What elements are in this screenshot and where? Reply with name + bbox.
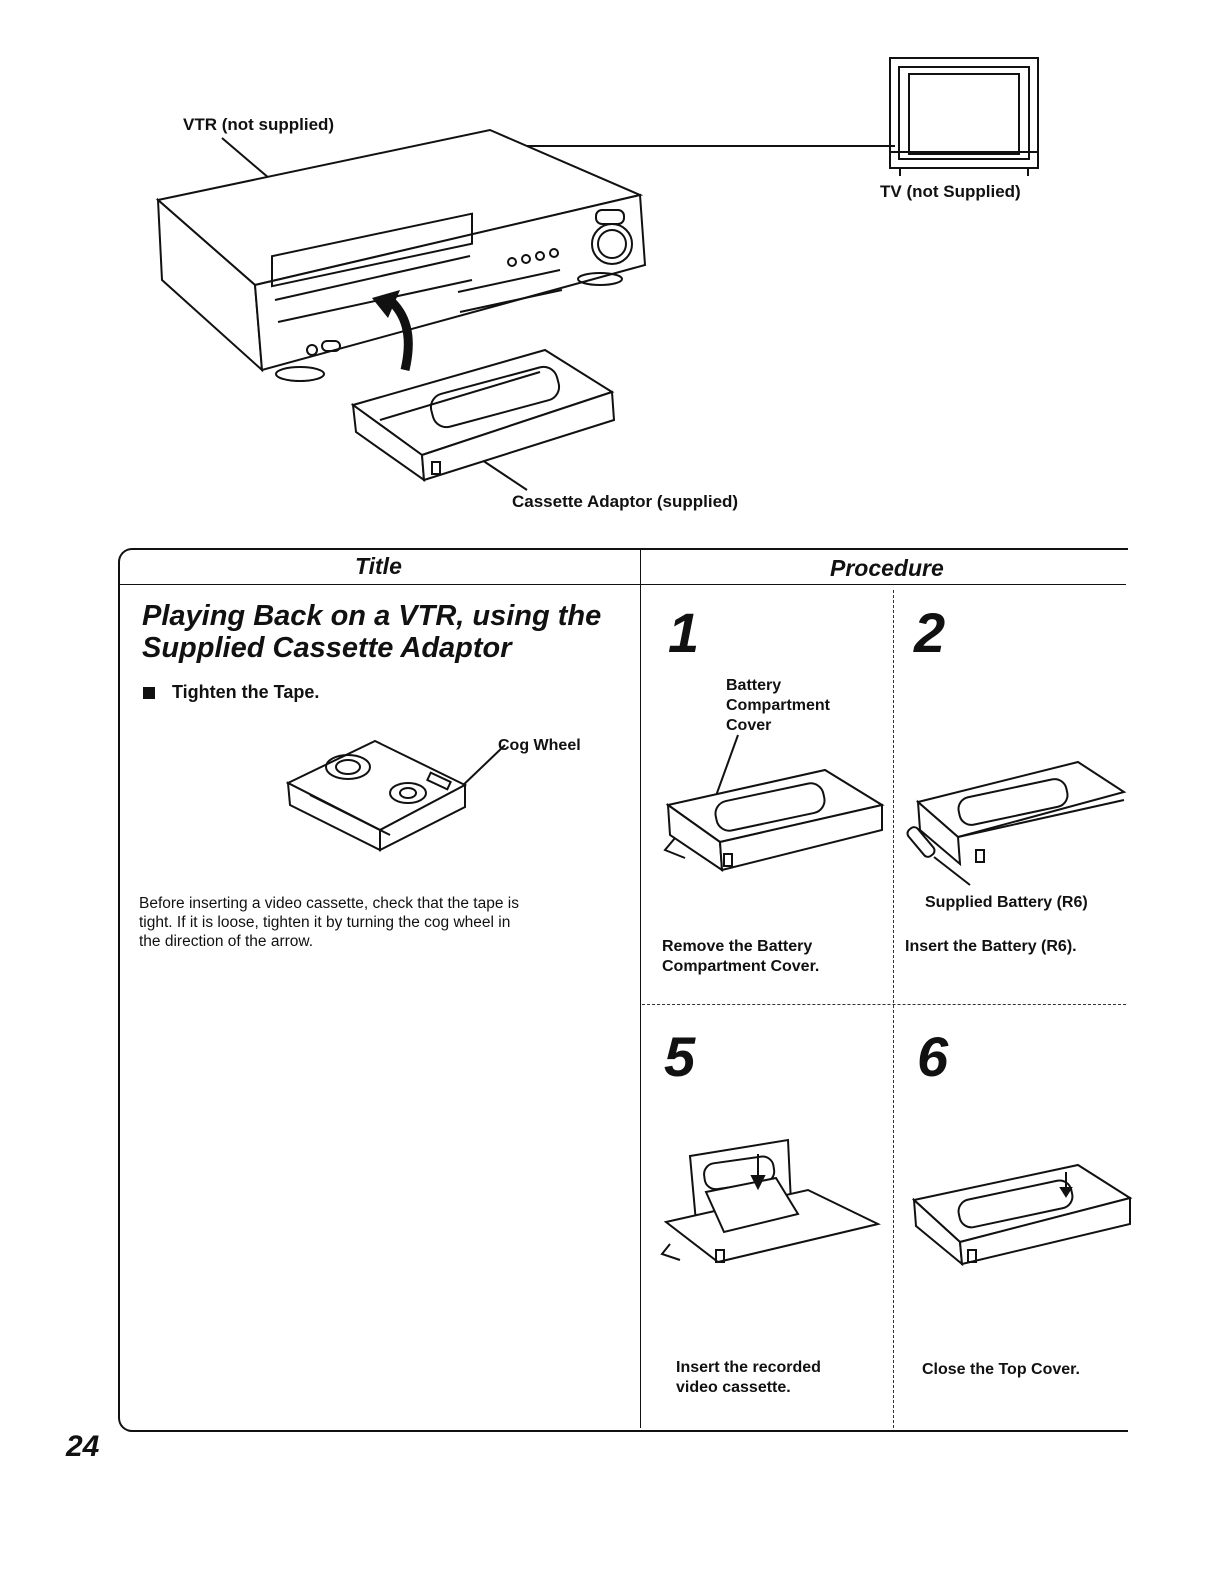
callout-line: Cover xyxy=(726,717,772,734)
caption-line: Insert the recorded xyxy=(676,1359,821,1376)
callout-line: Compartment xyxy=(726,697,831,714)
section-title-line2: Supplied Cassette Adaptor xyxy=(142,632,512,664)
step-1-caption: Remove the Battery Compartment Cover. xyxy=(662,937,819,977)
cassette-illustration xyxy=(285,739,506,852)
step-1-callout: Battery Compartment Cover xyxy=(726,676,830,736)
step-2-number: 2 xyxy=(914,601,946,664)
caption-line: video cassette. xyxy=(676,1379,791,1396)
bullet-text: Tighten the Tape. xyxy=(172,682,320,702)
description: Before inserting a video cassette, check… xyxy=(139,894,519,951)
step-5-number: 5 xyxy=(664,1025,696,1088)
step-5-illustration xyxy=(660,1138,881,1264)
header-divider xyxy=(118,584,1126,585)
description-line: the direction of the arrow. xyxy=(139,933,314,950)
square-bullet-icon xyxy=(143,687,155,699)
column-divider xyxy=(640,550,641,1428)
vtr-label: VTR (not supplied) xyxy=(183,115,335,134)
caption-line: Compartment Cover. xyxy=(662,958,820,975)
step-row-divider xyxy=(642,1004,1126,1005)
description-line: Before inserting a video cassette, check… xyxy=(139,895,519,912)
cassette-adaptor-label: Cassette Adaptor (supplied) xyxy=(512,492,739,511)
header-procedure: Procedure xyxy=(830,555,944,581)
page-number: 24 xyxy=(66,1430,100,1463)
step-2-caption: Insert the Battery (R6). xyxy=(905,938,1077,955)
step-column-divider xyxy=(893,590,894,1428)
step-1-illustration xyxy=(663,734,885,872)
step-2-callout: Supplied Battery (R6) xyxy=(925,894,1088,911)
header-title: Title xyxy=(355,553,402,579)
procedure-table xyxy=(118,548,1128,1432)
section-title: Playing Back on a VTR, using the Supplie… xyxy=(142,600,601,664)
step-6-caption: Close the Top Cover. xyxy=(922,1361,1080,1378)
tv-label: TV (not Supplied) xyxy=(880,182,1021,201)
callout-line: Battery xyxy=(726,677,782,694)
cog-wheel-label: Cog Wheel xyxy=(498,737,581,754)
description-line: tight. If it is loose, tighten it by tur… xyxy=(139,914,511,931)
caption-line: Remove the Battery xyxy=(662,938,813,955)
step-2-illustration xyxy=(906,760,1127,886)
step-6-illustration xyxy=(911,1163,1133,1267)
step-1-number: 1 xyxy=(668,601,700,664)
step-5-caption: Insert the recorded video cassette. xyxy=(676,1358,821,1398)
vtr-illustration xyxy=(155,57,1039,491)
step-6-number: 6 xyxy=(917,1025,949,1088)
section-title-line1: Playing Back on a VTR, using the xyxy=(142,600,602,632)
